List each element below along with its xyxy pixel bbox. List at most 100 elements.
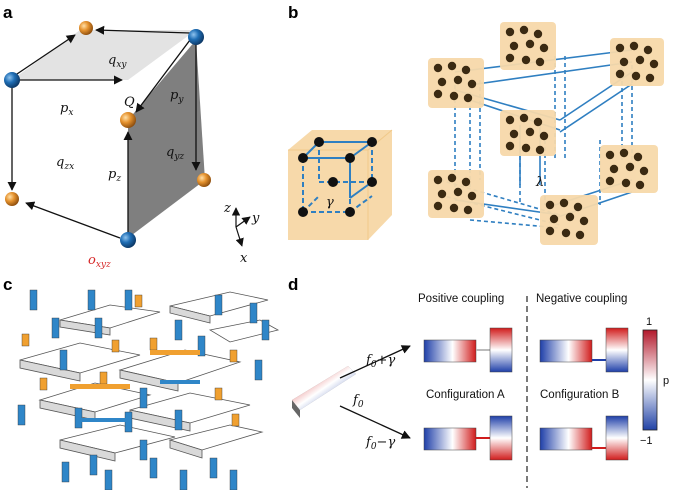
lattice-node (539, 131, 549, 141)
lattice-node (561, 228, 571, 238)
label-fminus-sub: 0 (371, 442, 377, 452)
lattice-node (615, 43, 625, 53)
panel-d: d Positive coupling Negative coupling f0… (288, 275, 669, 488)
lattice-node (521, 55, 531, 65)
lattice-node (505, 53, 515, 63)
colorbar-max: 1 (646, 316, 652, 328)
lattice-node (447, 173, 457, 183)
panel-c: c (3, 275, 280, 490)
lattice-node (453, 75, 463, 85)
mode-negative-minus (539, 415, 629, 461)
lattice-node (437, 189, 447, 199)
mode-positive-plus (423, 327, 513, 373)
lattice-node (565, 212, 575, 222)
lattice-node (447, 61, 457, 71)
superlattice: λ (428, 22, 664, 245)
panel-label-c: c (3, 275, 12, 294)
lattice-node (533, 117, 543, 127)
coupler-bar (70, 384, 130, 389)
mode-negative-plus (539, 327, 629, 373)
label-fplus: +γ (377, 353, 396, 368)
lattice-node (433, 175, 443, 185)
lattice-node (573, 202, 583, 212)
pillar-blue (174, 319, 183, 341)
pillar-blue (89, 454, 98, 476)
svg-text:qyz: qyz (166, 145, 184, 162)
lattice-node (619, 57, 629, 67)
pillar-blue (254, 359, 263, 381)
pillar-orange (21, 333, 30, 347)
pillar-blue (139, 439, 148, 461)
lattice-node (539, 43, 549, 53)
pillar-blue (261, 319, 270, 341)
svg-text:pz: pz (108, 167, 121, 184)
label-qzx-sub: zx (63, 162, 74, 172)
pillar-blue (29, 289, 38, 311)
lattice-node (533, 29, 543, 39)
svg-text:qxy: qxy (108, 53, 127, 70)
axis-y: y (251, 211, 260, 226)
coupler-bar (80, 418, 130, 422)
pillar-blue (17, 404, 26, 426)
lattice-node (643, 45, 653, 55)
lattice-node (449, 203, 459, 213)
lattice-node (621, 178, 631, 188)
svg-text:px: px (60, 101, 73, 118)
positive-coupling-title: Positive coupling (418, 293, 504, 305)
label-Q: Q (124, 95, 135, 110)
pillar-blue (124, 289, 133, 311)
lattice-node (633, 152, 643, 162)
pillar-blue (87, 289, 96, 311)
pillar-orange (134, 294, 143, 308)
lattice-node (615, 69, 625, 79)
label-pz: p (108, 167, 117, 182)
pillar-blue (174, 409, 183, 431)
config-a-label: Configuration A (426, 389, 505, 401)
colorbar-label: p (663, 375, 669, 387)
label-qyz: q (166, 145, 174, 160)
svg-text:f0: f0 (352, 393, 364, 410)
lattice-node (467, 79, 477, 89)
node-blue (188, 29, 204, 45)
pillar-blue (61, 461, 70, 483)
pillar-orange (99, 371, 108, 385)
label-fminus: −γ (377, 435, 396, 450)
lattice-node (575, 230, 585, 240)
svg-text:oxyz: oxyz (88, 253, 111, 270)
lattice-node (525, 127, 535, 137)
label-pz-sub: z (115, 174, 121, 184)
mode-positive-minus (423, 415, 513, 461)
lattice-node (545, 226, 555, 236)
pillar-orange (214, 387, 223, 401)
input-bar (292, 366, 356, 418)
lattice-node (549, 214, 559, 224)
label-px: p (60, 101, 69, 116)
lattice-node (631, 71, 641, 81)
label-fminus-f: f (365, 435, 373, 450)
panel-label-d: d (288, 275, 298, 294)
label-origin: o (88, 253, 96, 268)
svg-text:f0−γ: f0−γ (365, 435, 395, 452)
lattice-node (519, 25, 529, 35)
pillar-blue (179, 469, 188, 490)
lattice-node (525, 39, 535, 49)
lattice-node (463, 205, 473, 215)
unit-cell: γ (288, 129, 393, 240)
top-face (12, 30, 196, 80)
pillar-orange (229, 349, 238, 363)
pillar-blue (139, 387, 148, 409)
lattice-node (535, 57, 545, 67)
panel-label-b: b (288, 3, 298, 22)
pillar-orange (231, 413, 240, 427)
lattice-node (609, 164, 619, 174)
lattice-node (505, 141, 515, 151)
lattice-node (625, 162, 635, 172)
lattice-node (645, 73, 655, 83)
lattice-node (453, 187, 463, 197)
axis-z: z (223, 201, 231, 216)
config-b-label: Configuration B (540, 389, 620, 401)
label-px-sub: x (68, 108, 73, 118)
pillar-blue (197, 335, 206, 357)
lattice-node (521, 143, 531, 153)
